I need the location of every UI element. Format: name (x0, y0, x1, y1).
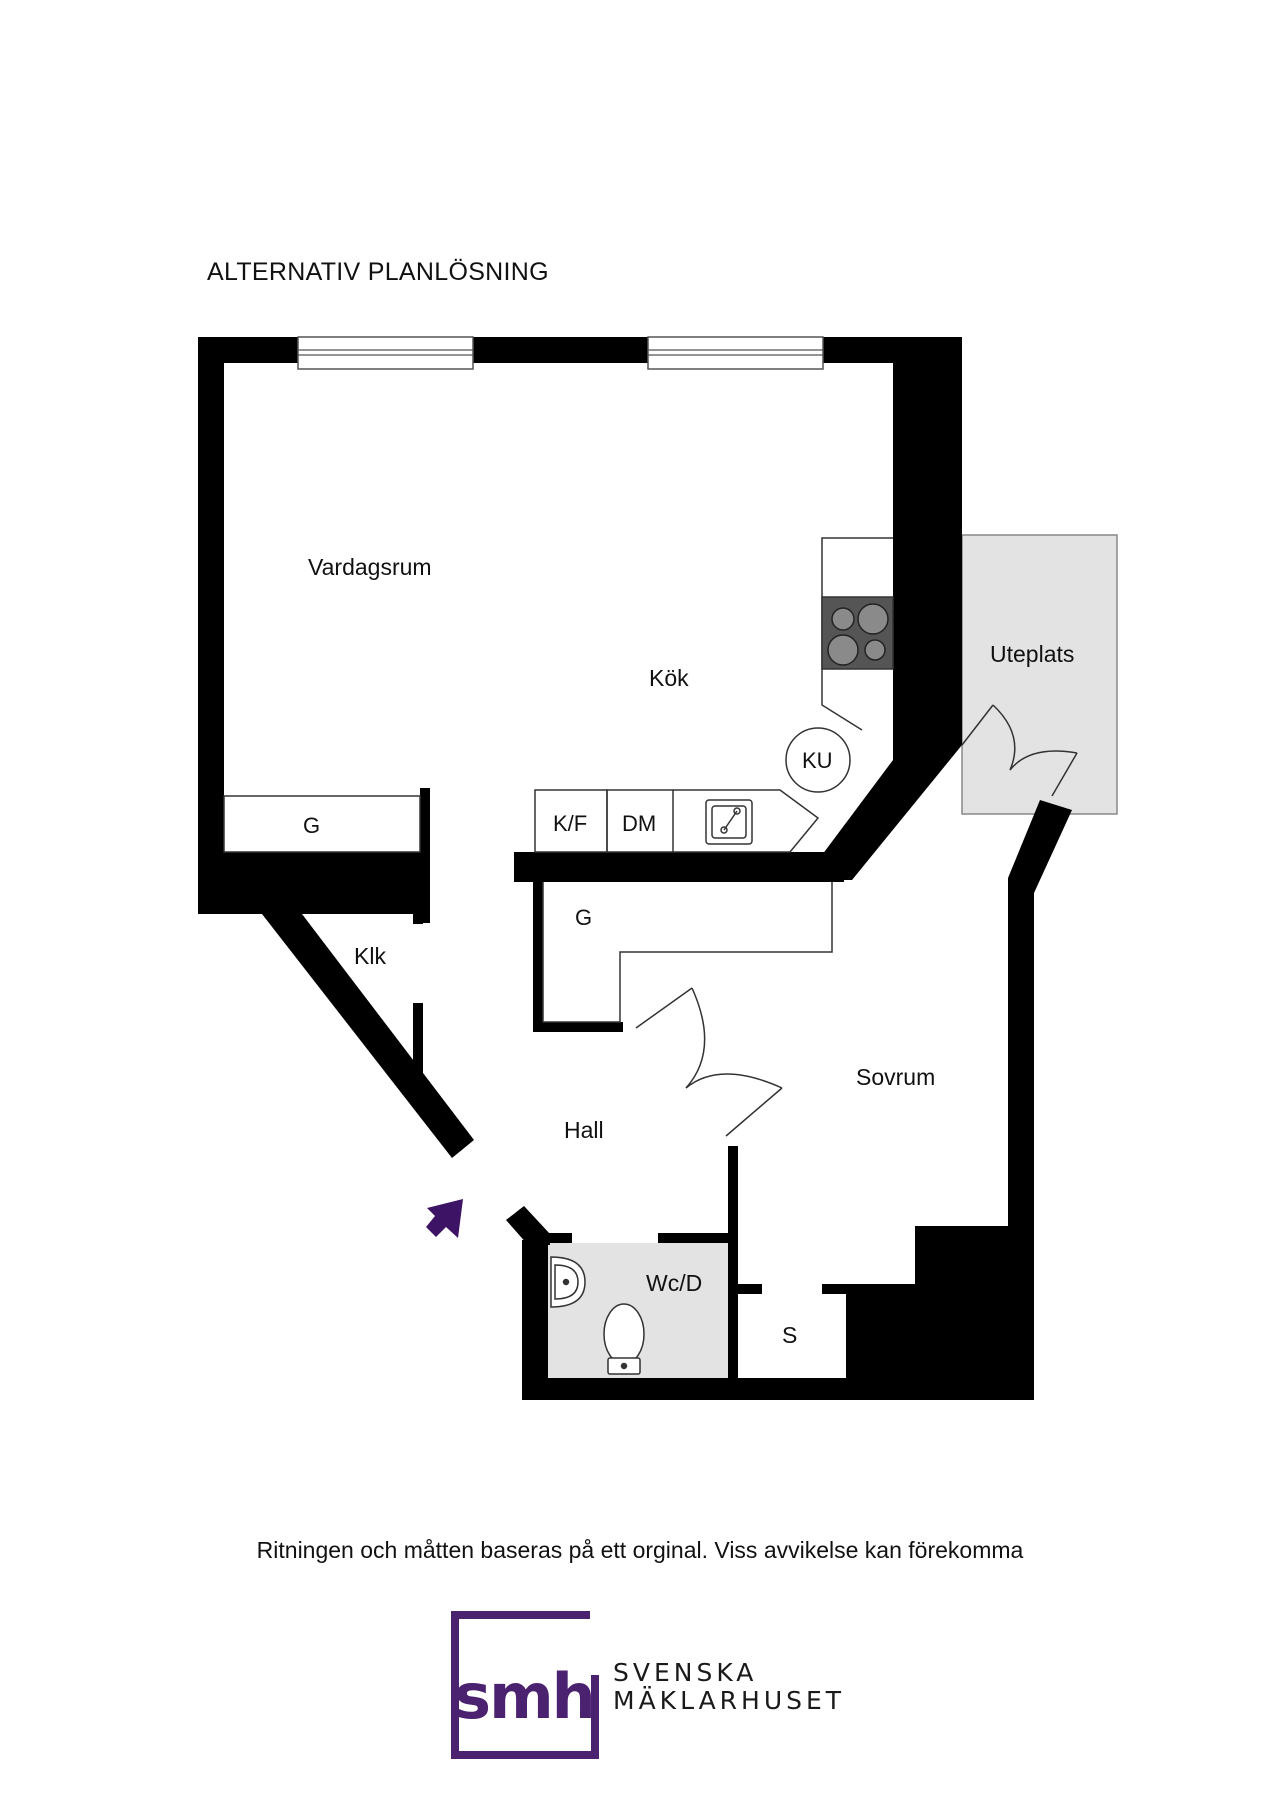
counter-dm (606, 789, 674, 853)
logo-text: smh (454, 1660, 594, 1733)
wall-g-living-side (420, 788, 430, 923)
closet-g-living (223, 795, 421, 853)
wall-klk-diagonal (262, 914, 474, 1158)
label-wcd: Wc/D (646, 1270, 702, 1296)
wall-right-upper (893, 337, 962, 737)
stove-burner (857, 603, 889, 635)
counter-sink (673, 789, 820, 853)
stove-burner (831, 607, 855, 631)
door-swing (1009, 750, 1078, 771)
wall-g-living-bottom (198, 852, 426, 914)
wall-g-hall-bottom (533, 1022, 623, 1032)
ku-circle (785, 727, 851, 793)
wall-wcd-left (522, 1240, 548, 1398)
label-s: S (782, 1322, 797, 1348)
wall-klk-inner-lower (413, 1003, 423, 1073)
bathroom-fixtures (550, 1256, 645, 1375)
stove-burner (864, 639, 886, 661)
door-swing (685, 987, 706, 1089)
label-hall: Hall (564, 1117, 604, 1143)
door-swing (992, 704, 1016, 771)
label-klk: Klk (354, 943, 386, 969)
kitchen-fixtures (223, 537, 894, 1023)
wall-uteplats-diagonal (1008, 800, 1072, 893)
closet-g-hall-outline (542, 882, 833, 1023)
wall-kitchen-diagonal (790, 735, 962, 880)
wall-bottom (522, 1378, 1034, 1400)
wall-wcd-top-right (658, 1233, 734, 1243)
wall-s-right (846, 1284, 1008, 1378)
brand-line-1: SVENSKA (613, 1658, 758, 1687)
wall-wcd-top-left (548, 1233, 572, 1243)
brand-line-2: MÄKLARHUSET (613, 1686, 846, 1715)
label-g-living: G (303, 813, 320, 838)
wall-klk-inner-upper (413, 888, 423, 924)
entrance-arrow-icon (426, 1199, 463, 1238)
stove-burner (827, 634, 859, 666)
windows (297, 336, 824, 370)
label-sovrum: Sovrum (856, 1064, 935, 1090)
label-ku: KU (802, 748, 833, 773)
wall-s-top-left (738, 1284, 762, 1294)
wall-g-hall-left (533, 882, 543, 1032)
sink-icon (705, 799, 753, 845)
label-g-hall: G (575, 905, 592, 930)
label-kok: Kök (649, 665, 689, 691)
label-kf: K/F (553, 811, 587, 836)
door-leaf (635, 987, 693, 1029)
smh-logo-mark: smh (451, 1611, 599, 1759)
window-right (647, 336, 824, 370)
label-dm: DM (622, 811, 656, 836)
shaded-areas (548, 534, 1118, 1378)
label-vardagsrum: Vardagsrum (308, 554, 432, 580)
brand-logo: smh SVENSKA MÄKLARHUSET (450, 1610, 850, 1760)
toilet (603, 1303, 645, 1365)
wall-left (198, 337, 224, 914)
disclaimer-text: Ritningen och måtten baseras på ett orgi… (256, 1537, 1024, 1563)
plan-title: ALTERNATIV PLANLÖSNING (207, 258, 549, 286)
wall-hall-sovrum (728, 1146, 738, 1378)
doors (635, 704, 1078, 1137)
wall-sovrum-step (915, 1226, 1008, 1286)
wall-right-lower (1008, 878, 1034, 1400)
door-leaf (725, 1087, 783, 1137)
door-leaf (961, 704, 994, 746)
window-left (297, 336, 474, 370)
wall-hall-left-jamb (506, 1206, 550, 1245)
uteplats-area (961, 534, 1118, 815)
wall-kitchen-bottom (514, 852, 844, 882)
room-labels: Vardagsrum Kök Uteplats KU G K/F DM Klk … (303, 554, 1074, 1348)
door-swing (685, 1073, 783, 1089)
label-uteplats: Uteplats (990, 641, 1074, 667)
walls (198, 337, 1072, 1400)
door-leaf (1051, 752, 1078, 797)
